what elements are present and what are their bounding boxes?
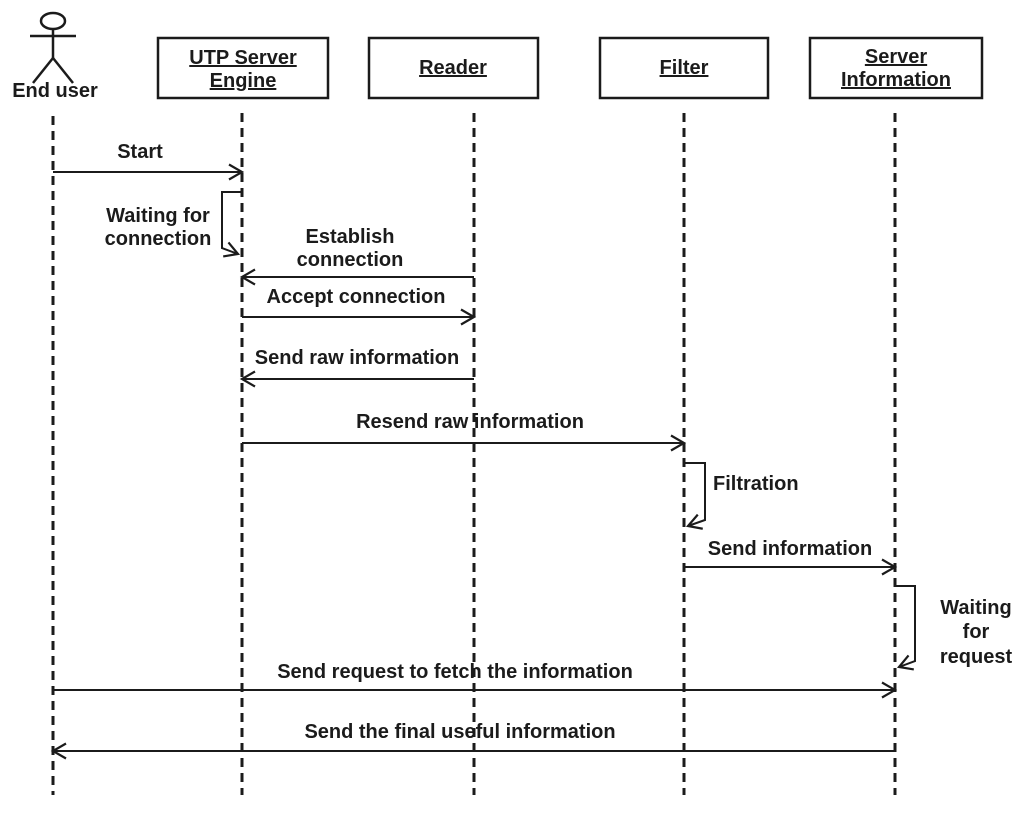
message-waiting-for-connection-label-line2: connection: [105, 228, 212, 250]
message-send-request-label: Send request to fetch the information: [277, 661, 633, 683]
message-waiting-for-connection-label-line1: Waiting for: [106, 205, 210, 227]
box-utp-server-engine: [156, 36, 330, 100]
message-resend-raw-information-label: Resend raw information: [356, 411, 584, 433]
actor-leg-right: [52, 57, 74, 84]
box-server-information: [808, 36, 984, 100]
box-filter-label: Filter: [660, 57, 709, 79]
box-utp-server-engine-label-line2: Engine: [210, 70, 277, 92]
message-waiting-for-request-label-line3: request: [940, 646, 1013, 668]
message-lines: [50, 163, 916, 760]
message-filtration-label: Filtration: [713, 473, 799, 495]
box-reader-label: Reader: [419, 57, 487, 79]
box-server-information-label-line2: Information: [841, 69, 951, 91]
box-utp-server-engine-label-line1: UTP Server: [189, 47, 297, 69]
end-user-actor-icon: [30, 11, 76, 84]
message-establish-connection-label-line1: Establish: [306, 226, 395, 248]
message-establish-connection-label-line2: connection: [297, 249, 404, 271]
message-waiting-for-request-label-line2: for: [963, 621, 990, 643]
message-filtration-self-arrow: [684, 462, 706, 530]
actor-head: [39, 11, 67, 31]
message-accept-connection-label: Accept connection: [267, 286, 446, 308]
message-send-information-label: Send information: [708, 538, 872, 560]
actor-leg-left: [32, 57, 54, 84]
message-waiting-for-connection-self-arrow: [221, 191, 242, 258]
message-start-label: Start: [117, 141, 163, 163]
box-reader: [367, 36, 540, 100]
box-server-information-label-line1: Server: [865, 46, 927, 68]
box-filter: [598, 36, 770, 100]
actor-end-user-label: End user: [12, 80, 98, 102]
message-send-final-information-label: Send the final useful information: [304, 721, 615, 743]
message-waiting-for-request-label-line1: Waiting: [940, 597, 1011, 619]
lifelines: [51, 113, 897, 795]
actor-boxes: [156, 36, 984, 100]
message-waiting-for-request-self-arrow: [895, 585, 916, 671]
message-send-raw-information-label: Send raw information: [255, 347, 459, 369]
